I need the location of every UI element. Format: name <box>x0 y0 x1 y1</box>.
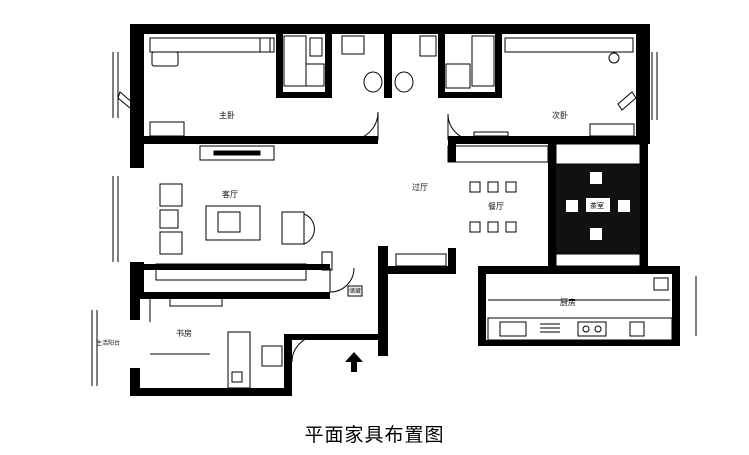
label-tea-room: 茶室 <box>590 202 604 210</box>
second-bedroom-furniture <box>473 37 637 137</box>
dining-furniture <box>447 145 549 233</box>
label-study: 书房 <box>176 329 192 338</box>
bathroom-fixtures <box>283 35 495 93</box>
label-storage: 储藏 <box>349 288 362 295</box>
hall-fixtures <box>347 253 447 297</box>
study-furniture <box>150 331 283 389</box>
walls <box>130 24 680 396</box>
label-kitchen: 厨房 <box>560 298 576 307</box>
label-dining: 餐厅 <box>488 202 504 211</box>
label-hall: 过厅 <box>412 183 428 192</box>
label-balcony: 生活阳台 <box>96 340 121 347</box>
label-living-room: 客厅 <box>222 190 238 199</box>
kitchen-fixtures <box>487 277 673 341</box>
entrance-arrow-icon <box>345 352 363 372</box>
drawing-title: 平面家具布置图 <box>304 424 445 446</box>
master-bedroom-furniture <box>117 37 275 137</box>
tea-room <box>555 143 641 267</box>
doors <box>149 111 475 363</box>
label-bedroom: 次卧 <box>552 111 568 120</box>
living-room-furniture <box>155 145 333 307</box>
windows <box>91 52 697 386</box>
label-master-bedroom: 主卧 <box>219 111 235 120</box>
